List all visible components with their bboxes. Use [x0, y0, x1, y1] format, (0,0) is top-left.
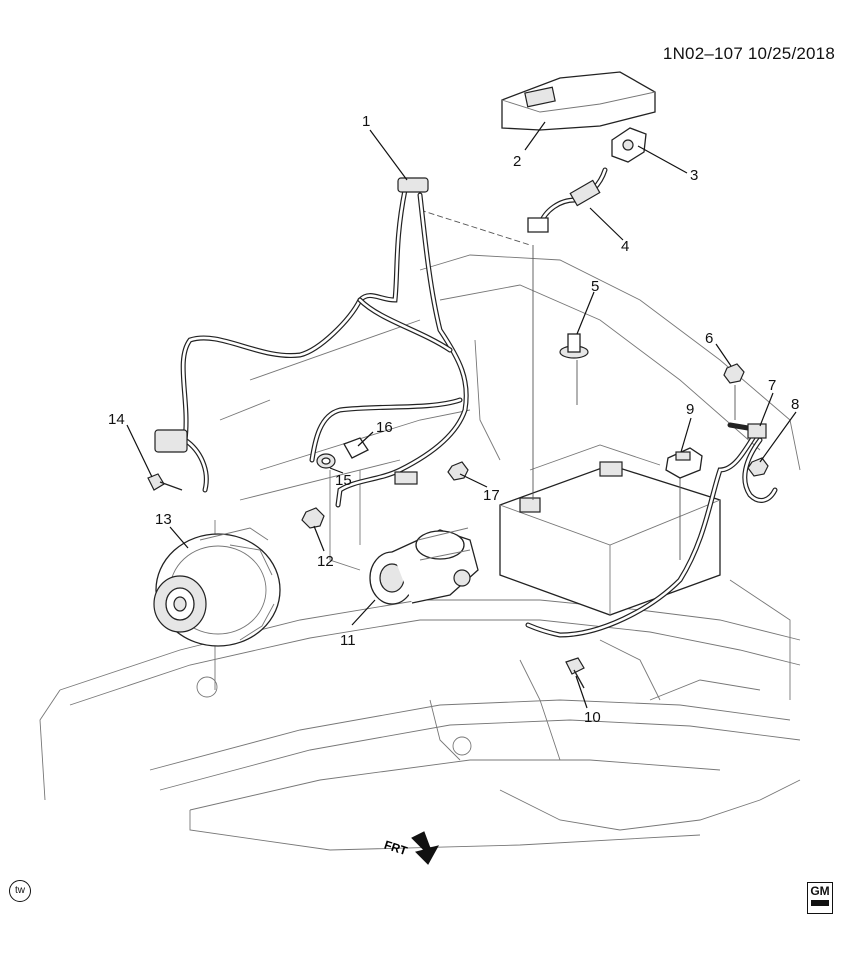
callout-17: 17: [483, 487, 500, 504]
callout-4: 4: [621, 238, 629, 255]
callout-12: 12: [317, 553, 334, 570]
callout-14: 14: [108, 411, 125, 428]
leader-lines: [126, 121, 797, 709]
generator: [153, 527, 281, 647]
callout-3: 3: [690, 167, 698, 184]
callout-5: 5: [591, 278, 599, 295]
nut-15: [316, 453, 336, 469]
terminal-stud: [559, 333, 589, 359]
cable-with-fuse: [527, 167, 608, 233]
starter: [369, 527, 479, 605]
battery-positive-cable-harness: [154, 177, 469, 508]
bolt-10: [565, 657, 585, 689]
fuse-block-cover: [501, 71, 656, 131]
nut-17: [447, 461, 469, 481]
callout-9: 9: [686, 401, 694, 418]
tw-badge: tw: [9, 880, 31, 902]
frt-label: FRT: [382, 838, 409, 859]
gm-logo: GM: [807, 882, 833, 914]
nut-6: [723, 363, 745, 384]
assembly-lines: [419, 209, 736, 560]
gm-logo-bar: [811, 900, 829, 906]
callout-6: 6: [705, 330, 713, 347]
diagram-code-date: 1N02–107 10/25/2018: [662, 44, 835, 63]
callout-10: 10: [584, 709, 601, 726]
callout-8: 8: [791, 396, 799, 413]
connector: [611, 127, 647, 163]
callout-13: 13: [155, 511, 172, 528]
battery: [499, 444, 721, 616]
boot: [343, 437, 369, 459]
bolt-14: [147, 473, 183, 491]
negative-cable: [525, 422, 778, 638]
callout-11: 11: [340, 632, 356, 649]
callout-7: 7: [768, 377, 776, 394]
nut-8: [747, 457, 769, 477]
front-arrow-icon: [411, 831, 439, 865]
nut-12: [301, 507, 325, 529]
callout-2: 2: [513, 153, 521, 170]
callout-16: 16: [376, 419, 393, 436]
callout-numbers: 1 2 3 4 5 6 7 8 9 10 11 12 13 14 15 16 1…: [108, 113, 799, 726]
callout-15: 15: [335, 472, 352, 489]
callout-1: 1: [362, 113, 370, 130]
gm-logo-text: GM: [810, 884, 830, 898]
battery-current-sensor: [665, 447, 703, 479]
